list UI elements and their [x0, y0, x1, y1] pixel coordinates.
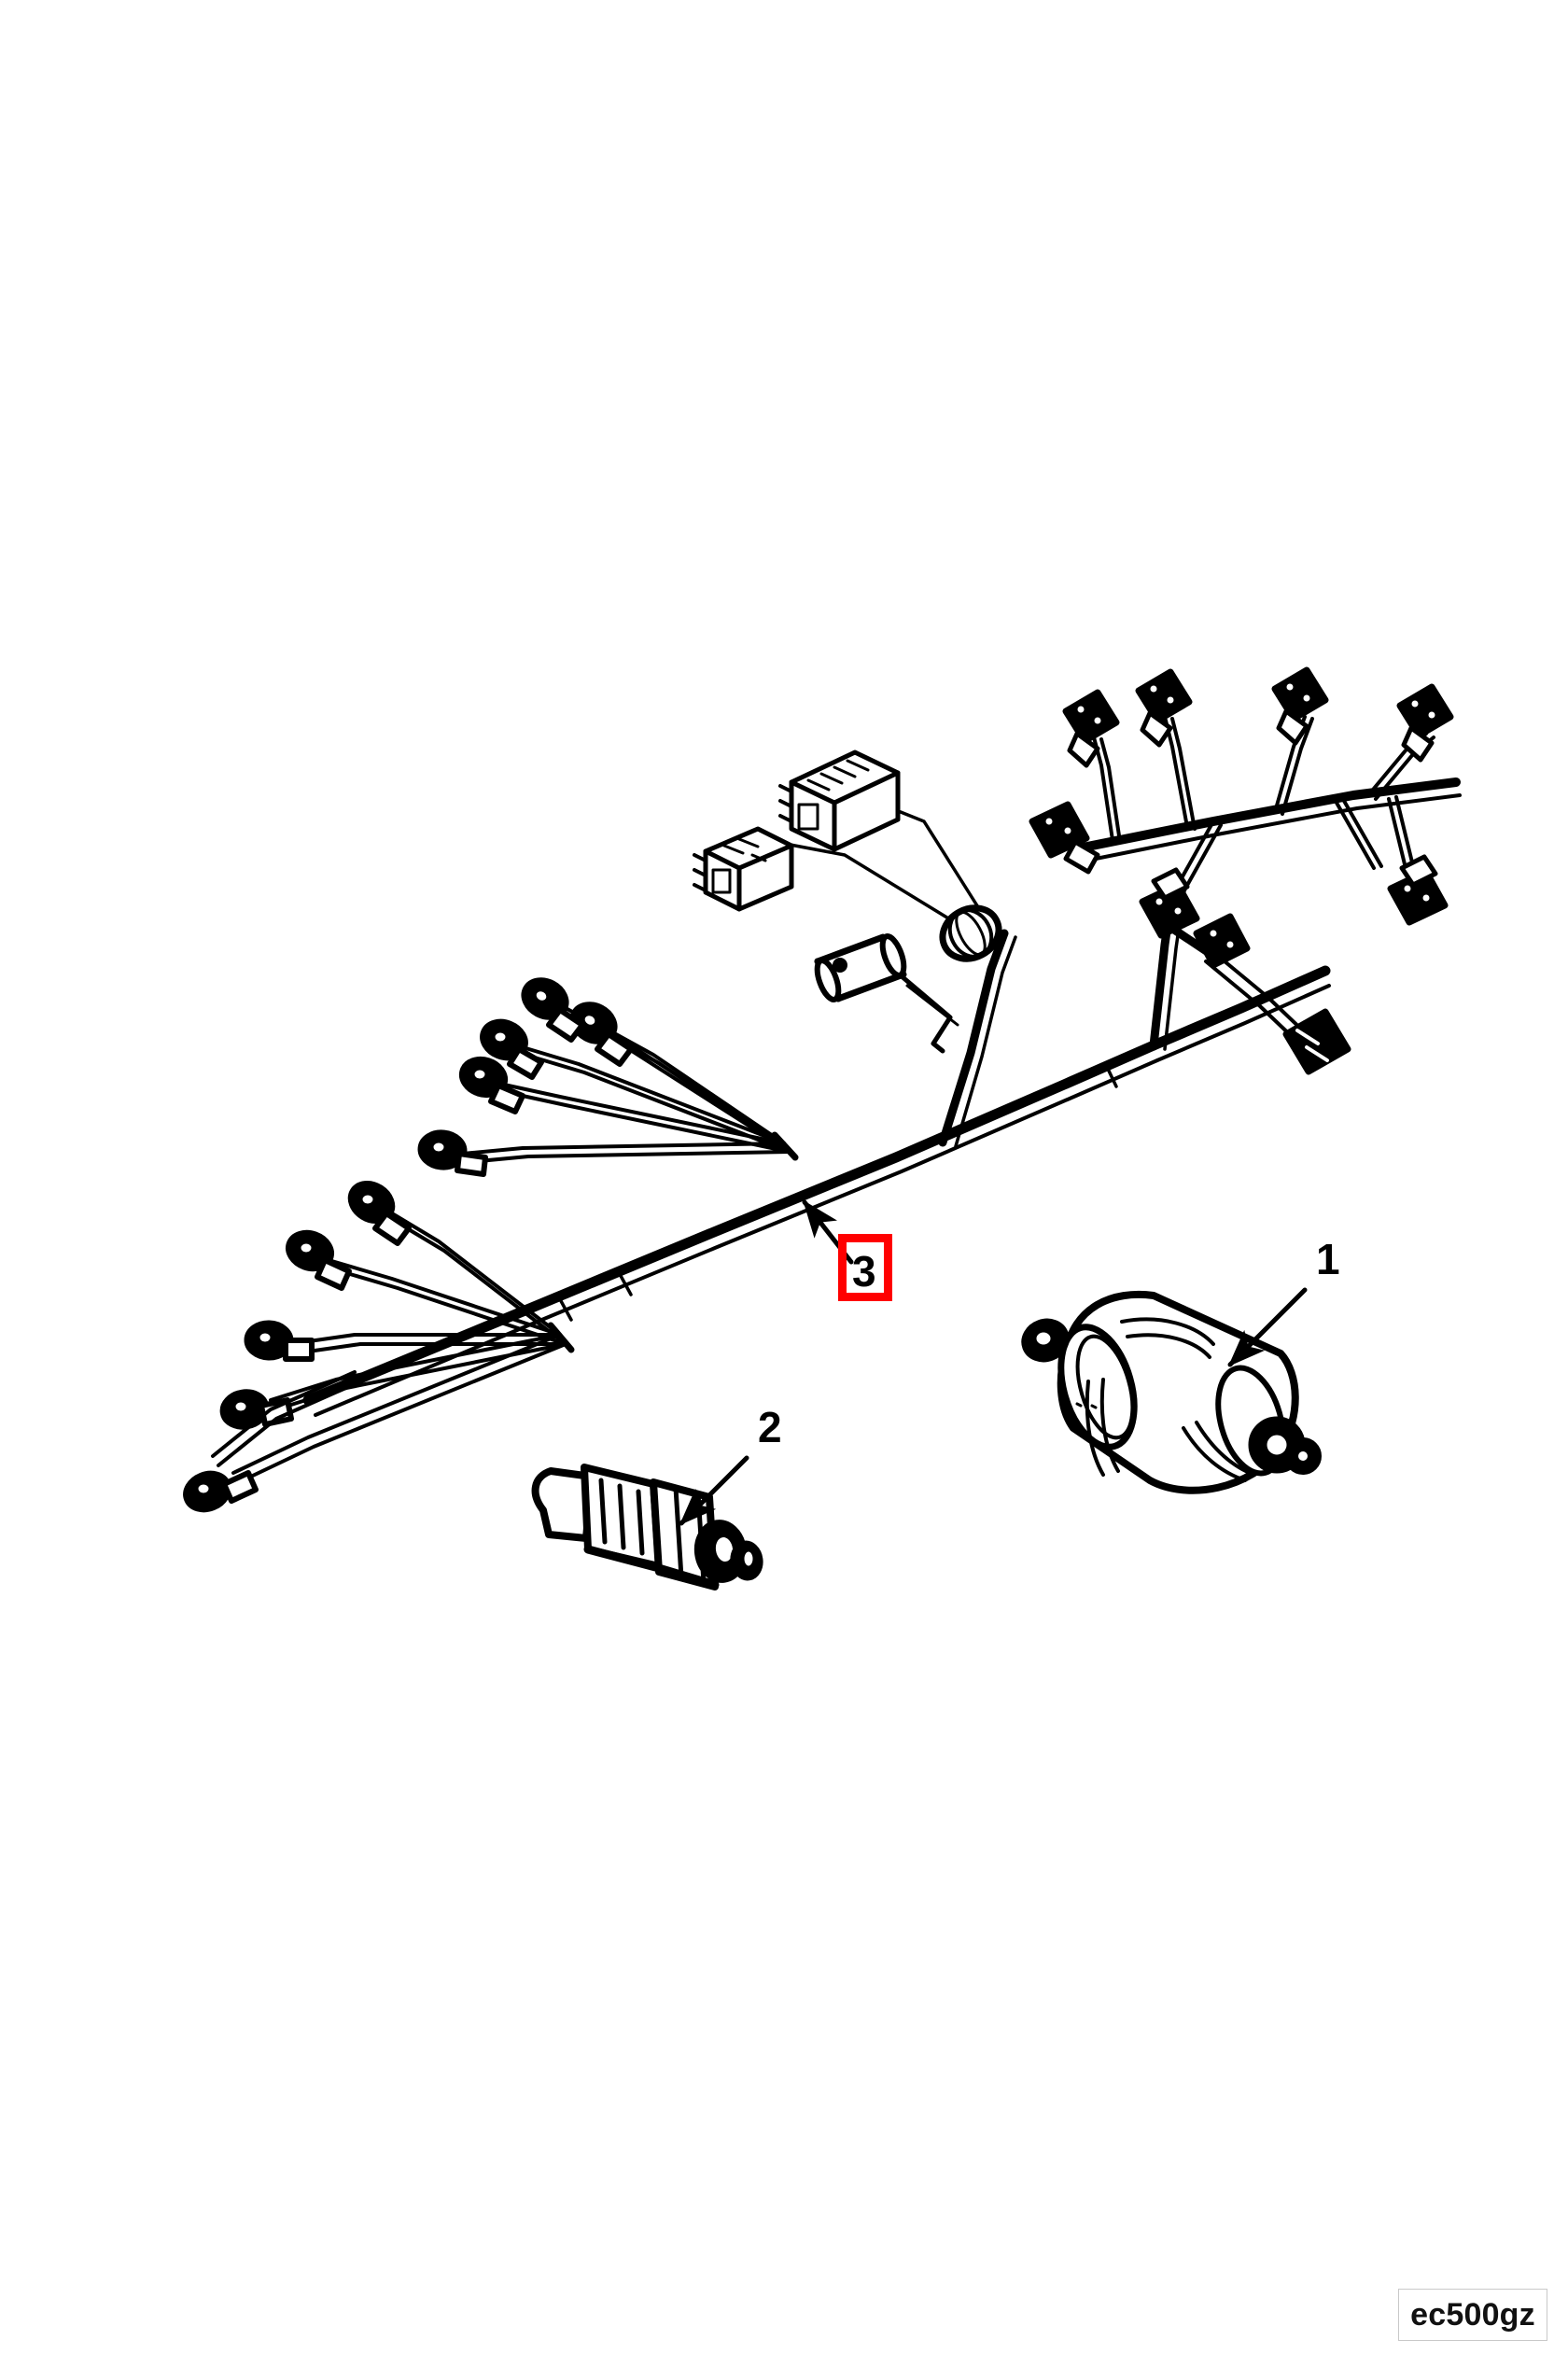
ring-terminal [417, 1129, 488, 1177]
highlight-box-callout-3 [838, 1234, 892, 1301]
ring-terminal [244, 1320, 315, 1362]
ring-terminal [286, 1229, 352, 1291]
ring-terminal [458, 1056, 525, 1114]
box-connector-lower [693, 826, 794, 912]
part-2-temperature-switch [531, 1464, 763, 1590]
ring-terminal [347, 1180, 412, 1246]
callout-label-3: 3 [852, 1247, 876, 1296]
leader-line-2 [679, 1455, 749, 1526]
harness-right-branches [1029, 666, 1462, 1075]
cable-grommet [939, 904, 1002, 962]
harness-left-lead-group-lower [183, 1180, 575, 1513]
part-1-pressure-sender [1021, 1291, 1322, 1494]
ring-terminal [219, 1389, 294, 1430]
catalog-code-text: ec500gz [1410, 2296, 1535, 2333]
bullet-connector [1193, 913, 1251, 969]
bullet-connector [1271, 666, 1329, 746]
ring-terminal [183, 1470, 259, 1513]
bullet-connector [1396, 683, 1454, 763]
harness-assembly [183, 666, 1462, 1590]
spade-terminal [1282, 1008, 1351, 1075]
bullet-connector [1139, 867, 1200, 939]
harness-sleeve-segments [558, 1065, 1118, 1322]
harness-left-lead-group-upper [417, 977, 799, 1177]
box-connector-upper [778, 750, 901, 852]
catalog-code-box: ec500gz [1398, 2289, 1547, 2341]
bullet-connector [1135, 668, 1193, 748]
leader-line-1 [1227, 1287, 1308, 1367]
ring-terminal [521, 977, 585, 1043]
harness-upper-branch [938, 929, 1017, 1148]
callout-label-1: 1 [1316, 1235, 1340, 1283]
bullet-connector [1387, 854, 1449, 926]
ring-terminal [480, 1018, 544, 1080]
ring-terminal [569, 1002, 634, 1067]
callout-label-2: 2 [758, 1403, 782, 1451]
bullet-connector [1029, 801, 1100, 875]
inline-barrel-component [814, 933, 959, 1054]
bullet-connector [1062, 689, 1120, 768]
harness-long-ground-lead [211, 1370, 362, 1467]
